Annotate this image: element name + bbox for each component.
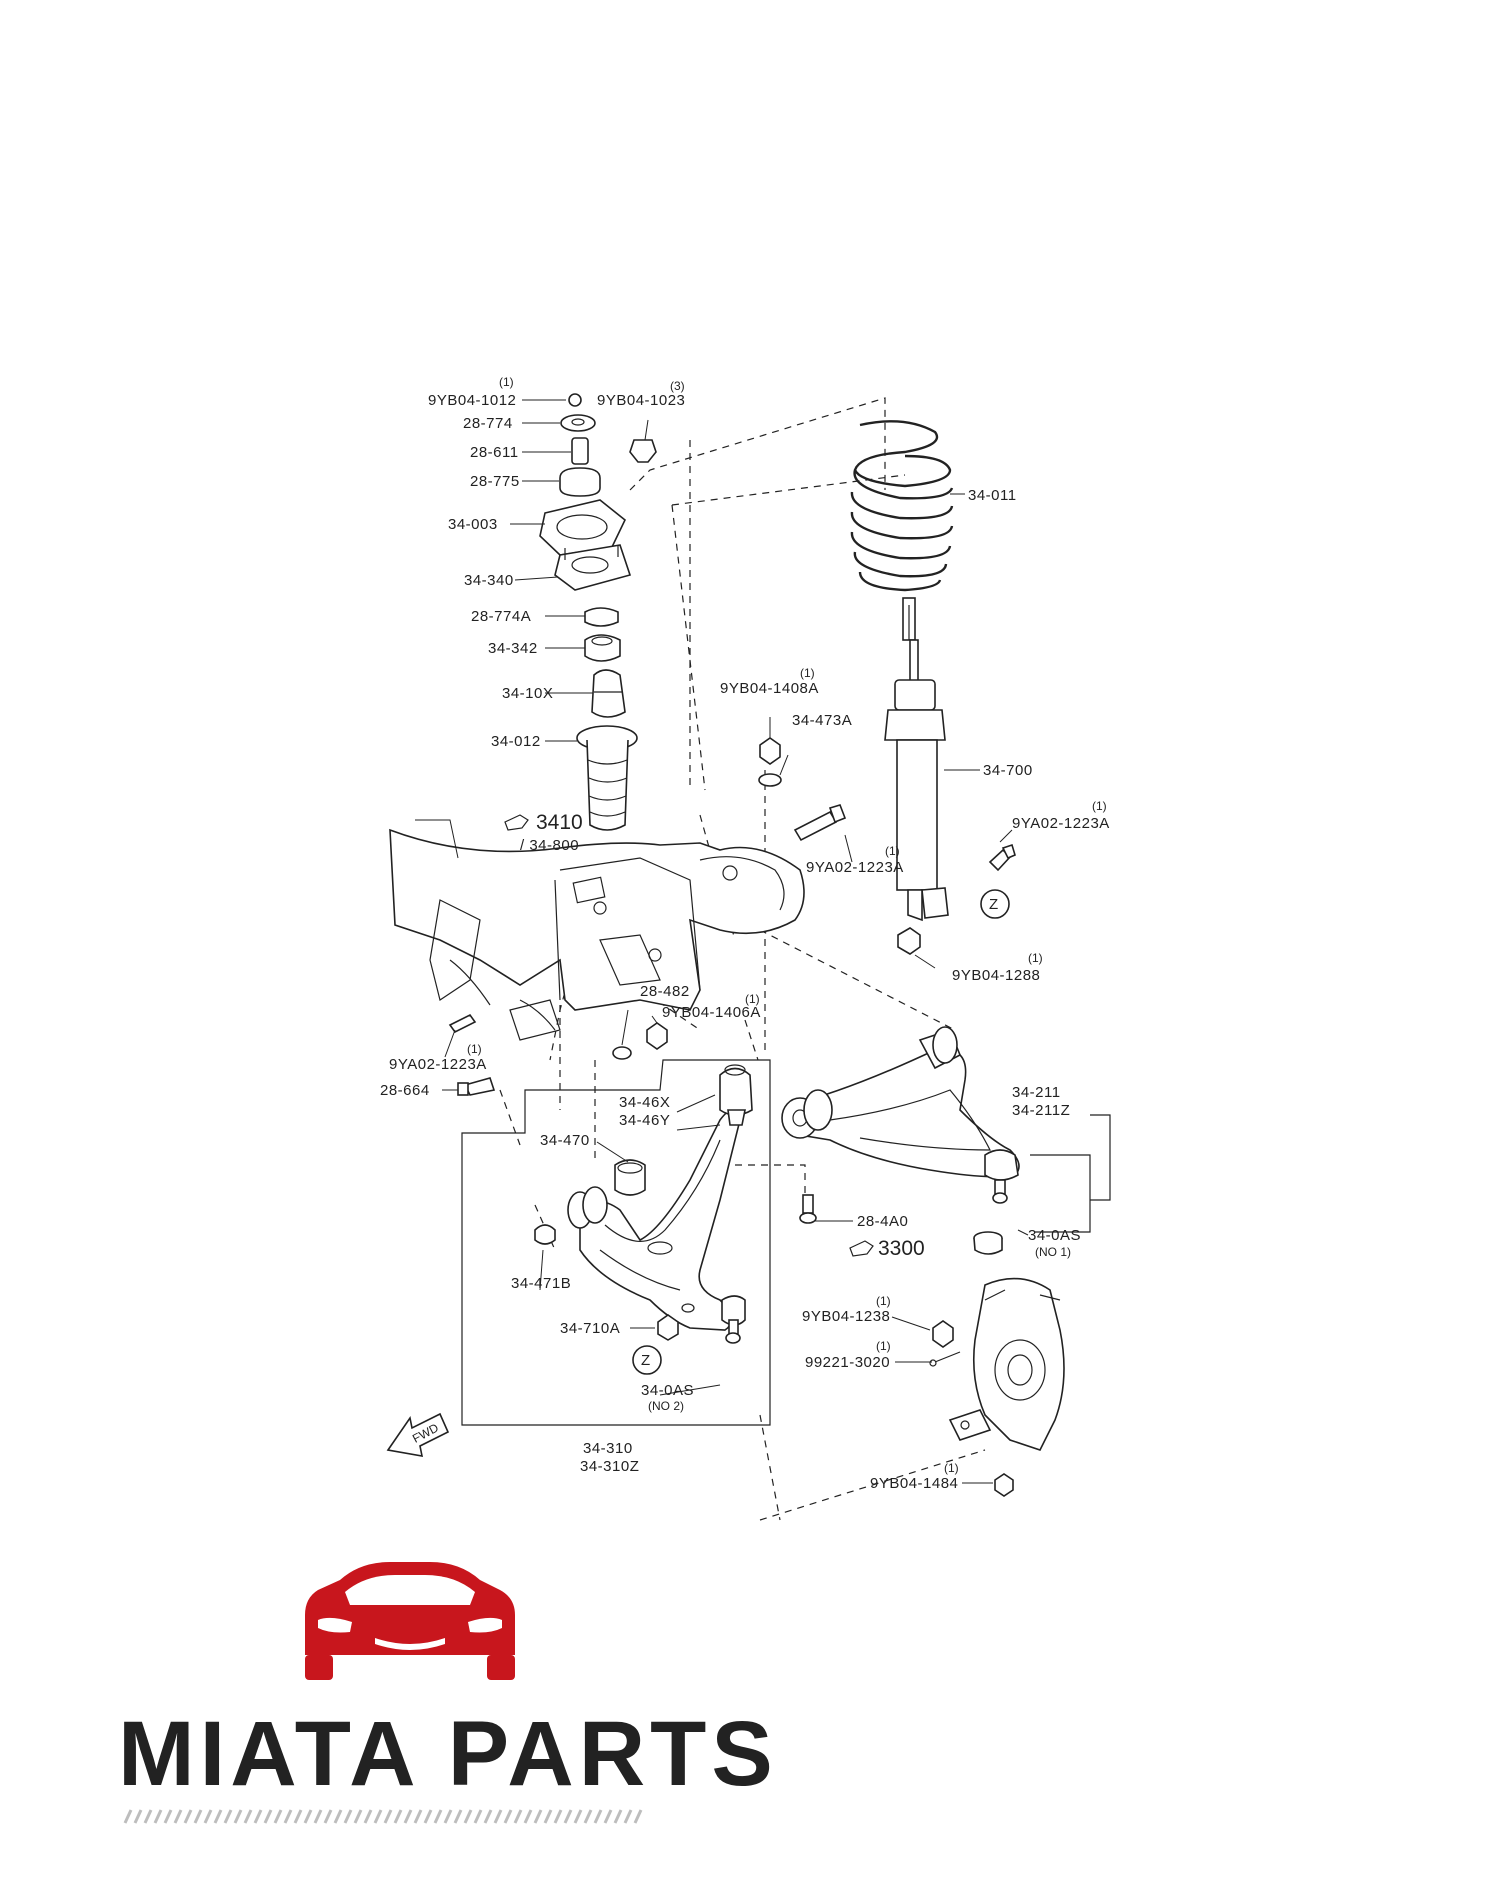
callout-labels: (1) 9YB04-1012 (3) 9YB04-1023 28-774 28-…: [380, 375, 1110, 1492]
qty-9ya02-1223a-mid: (1): [885, 844, 900, 858]
label-28-482: 28-482: [640, 983, 690, 1000]
label-34-310z: 34-310Z: [580, 1458, 639, 1475]
label-34-310: 34-310: [583, 1440, 633, 1457]
qty-9yb04-1238: (1): [876, 1294, 891, 1308]
label-no1: (NO 1): [1035, 1245, 1071, 1259]
forward-arrow-icon: FWD: [386, 1412, 450, 1457]
subframe: [389, 828, 805, 1041]
label-34-473a: 34-473A: [792, 712, 852, 729]
label-34-700: 34-700: [983, 762, 1033, 779]
qty-9yb04-1408a: (1): [800, 666, 815, 680]
ref-3300: 3300: [878, 1237, 925, 1260]
label-9yb04-1023: 9YB04-1023: [597, 392, 685, 409]
label-34-340: 34-340: [464, 572, 514, 589]
qty-9ya02-1223a-right: (1): [1092, 799, 1107, 813]
label-34-003: 34-003: [448, 516, 498, 533]
z-label-lower: Z: [641, 1352, 651, 1369]
ref-34-800: / 34-800: [520, 837, 579, 854]
label-34-470: 34-470: [540, 1132, 590, 1149]
z-marker-upper: [980, 889, 1010, 919]
brand-logo: MIATA PARTS: [118, 1562, 778, 1824]
qty-9yb04-1023: (3): [670, 379, 685, 393]
label-9yb04-1406a: 9YB04-1406A: [662, 1004, 761, 1021]
label-34-211z: 34-211Z: [1012, 1102, 1070, 1119]
z-marker-lower: [632, 1345, 662, 1375]
label-34-012: 34-012: [491, 733, 541, 750]
qty-9yb04-1012: (1): [499, 375, 514, 389]
label-no2: (NO 2): [648, 1399, 684, 1413]
label-9yb04-1288: 9YB04-1288: [952, 967, 1040, 984]
leader-lines: [415, 399, 1029, 1484]
label-99221-3020: 99221-3020: [805, 1354, 890, 1371]
qty-9yb04-1484: (1): [944, 1461, 959, 1475]
qty-9yb04-1288: (1): [1028, 951, 1043, 965]
brand-underline-hatch: [123, 1809, 643, 1824]
label-9ya02-1223a-left: 9YA02-1223A: [389, 1056, 487, 1073]
top-mount-stack: [539, 393, 657, 831]
shock-absorber: [884, 597, 949, 922]
lower-control-arm: [567, 1064, 753, 1344]
steering-knuckle: [948, 1277, 1065, 1451]
label-34-0as-no2: 34-0AS: [641, 1382, 694, 1399]
label-34-0as-no1: 34-0AS: [1028, 1227, 1081, 1244]
label-28-664: 28-664: [380, 1082, 430, 1099]
roadster-car-front-icon: [305, 1562, 515, 1680]
brand-name: MIATA PARTS: [118, 1703, 778, 1805]
qty-9yb04-1406a: (1): [745, 992, 760, 1006]
fasteners: [448, 737, 1016, 1497]
label-34-342: 34-342: [488, 640, 538, 657]
upper-control-arm: [781, 1026, 1020, 1204]
bracket-lines: [461, 1059, 1111, 1426]
label-28-774a: 28-774A: [471, 608, 531, 625]
label-28-774: 28-774: [463, 415, 513, 432]
z-label-upper: Z: [989, 896, 999, 913]
qty-99221-3020: (1): [876, 1339, 891, 1353]
label-34-10x: 34-10X: [502, 685, 553, 702]
label-9yb04-1012: 9YB04-1012: [428, 392, 516, 409]
ref-3410: 3410: [536, 811, 583, 834]
label-34-46y: 34-46Y: [619, 1112, 670, 1129]
label-34-471b: 34-471B: [511, 1275, 571, 1292]
label-9yb04-1484: 9YB04-1484: [870, 1475, 958, 1492]
coil-spring: [850, 420, 954, 592]
label-9ya02-1223a-mid: 9YA02-1223A: [806, 859, 904, 876]
reference-hand-icon-3410: [504, 814, 529, 831]
label-9ya02-1223a-right: 9YA02-1223A: [1012, 815, 1110, 832]
label-28-611: 28-611: [470, 444, 519, 461]
reference-hand-icon-3300: [849, 1240, 874, 1257]
label-34-011: 34-011: [968, 487, 1017, 504]
label-28-775: 28-775: [470, 473, 520, 490]
label-34-710a: 34-710A: [560, 1320, 620, 1337]
label-9yb04-1408a: 9YB04-1408A: [720, 680, 819, 697]
label-9yb04-1238: 9YB04-1238: [802, 1308, 890, 1325]
label-28-4a0: 28-4A0: [857, 1213, 908, 1230]
label-34-211: 34-211: [1012, 1084, 1061, 1101]
qty-9ya02-1223a-left: (1): [467, 1042, 482, 1056]
label-34-46x: 34-46X: [619, 1094, 670, 1111]
